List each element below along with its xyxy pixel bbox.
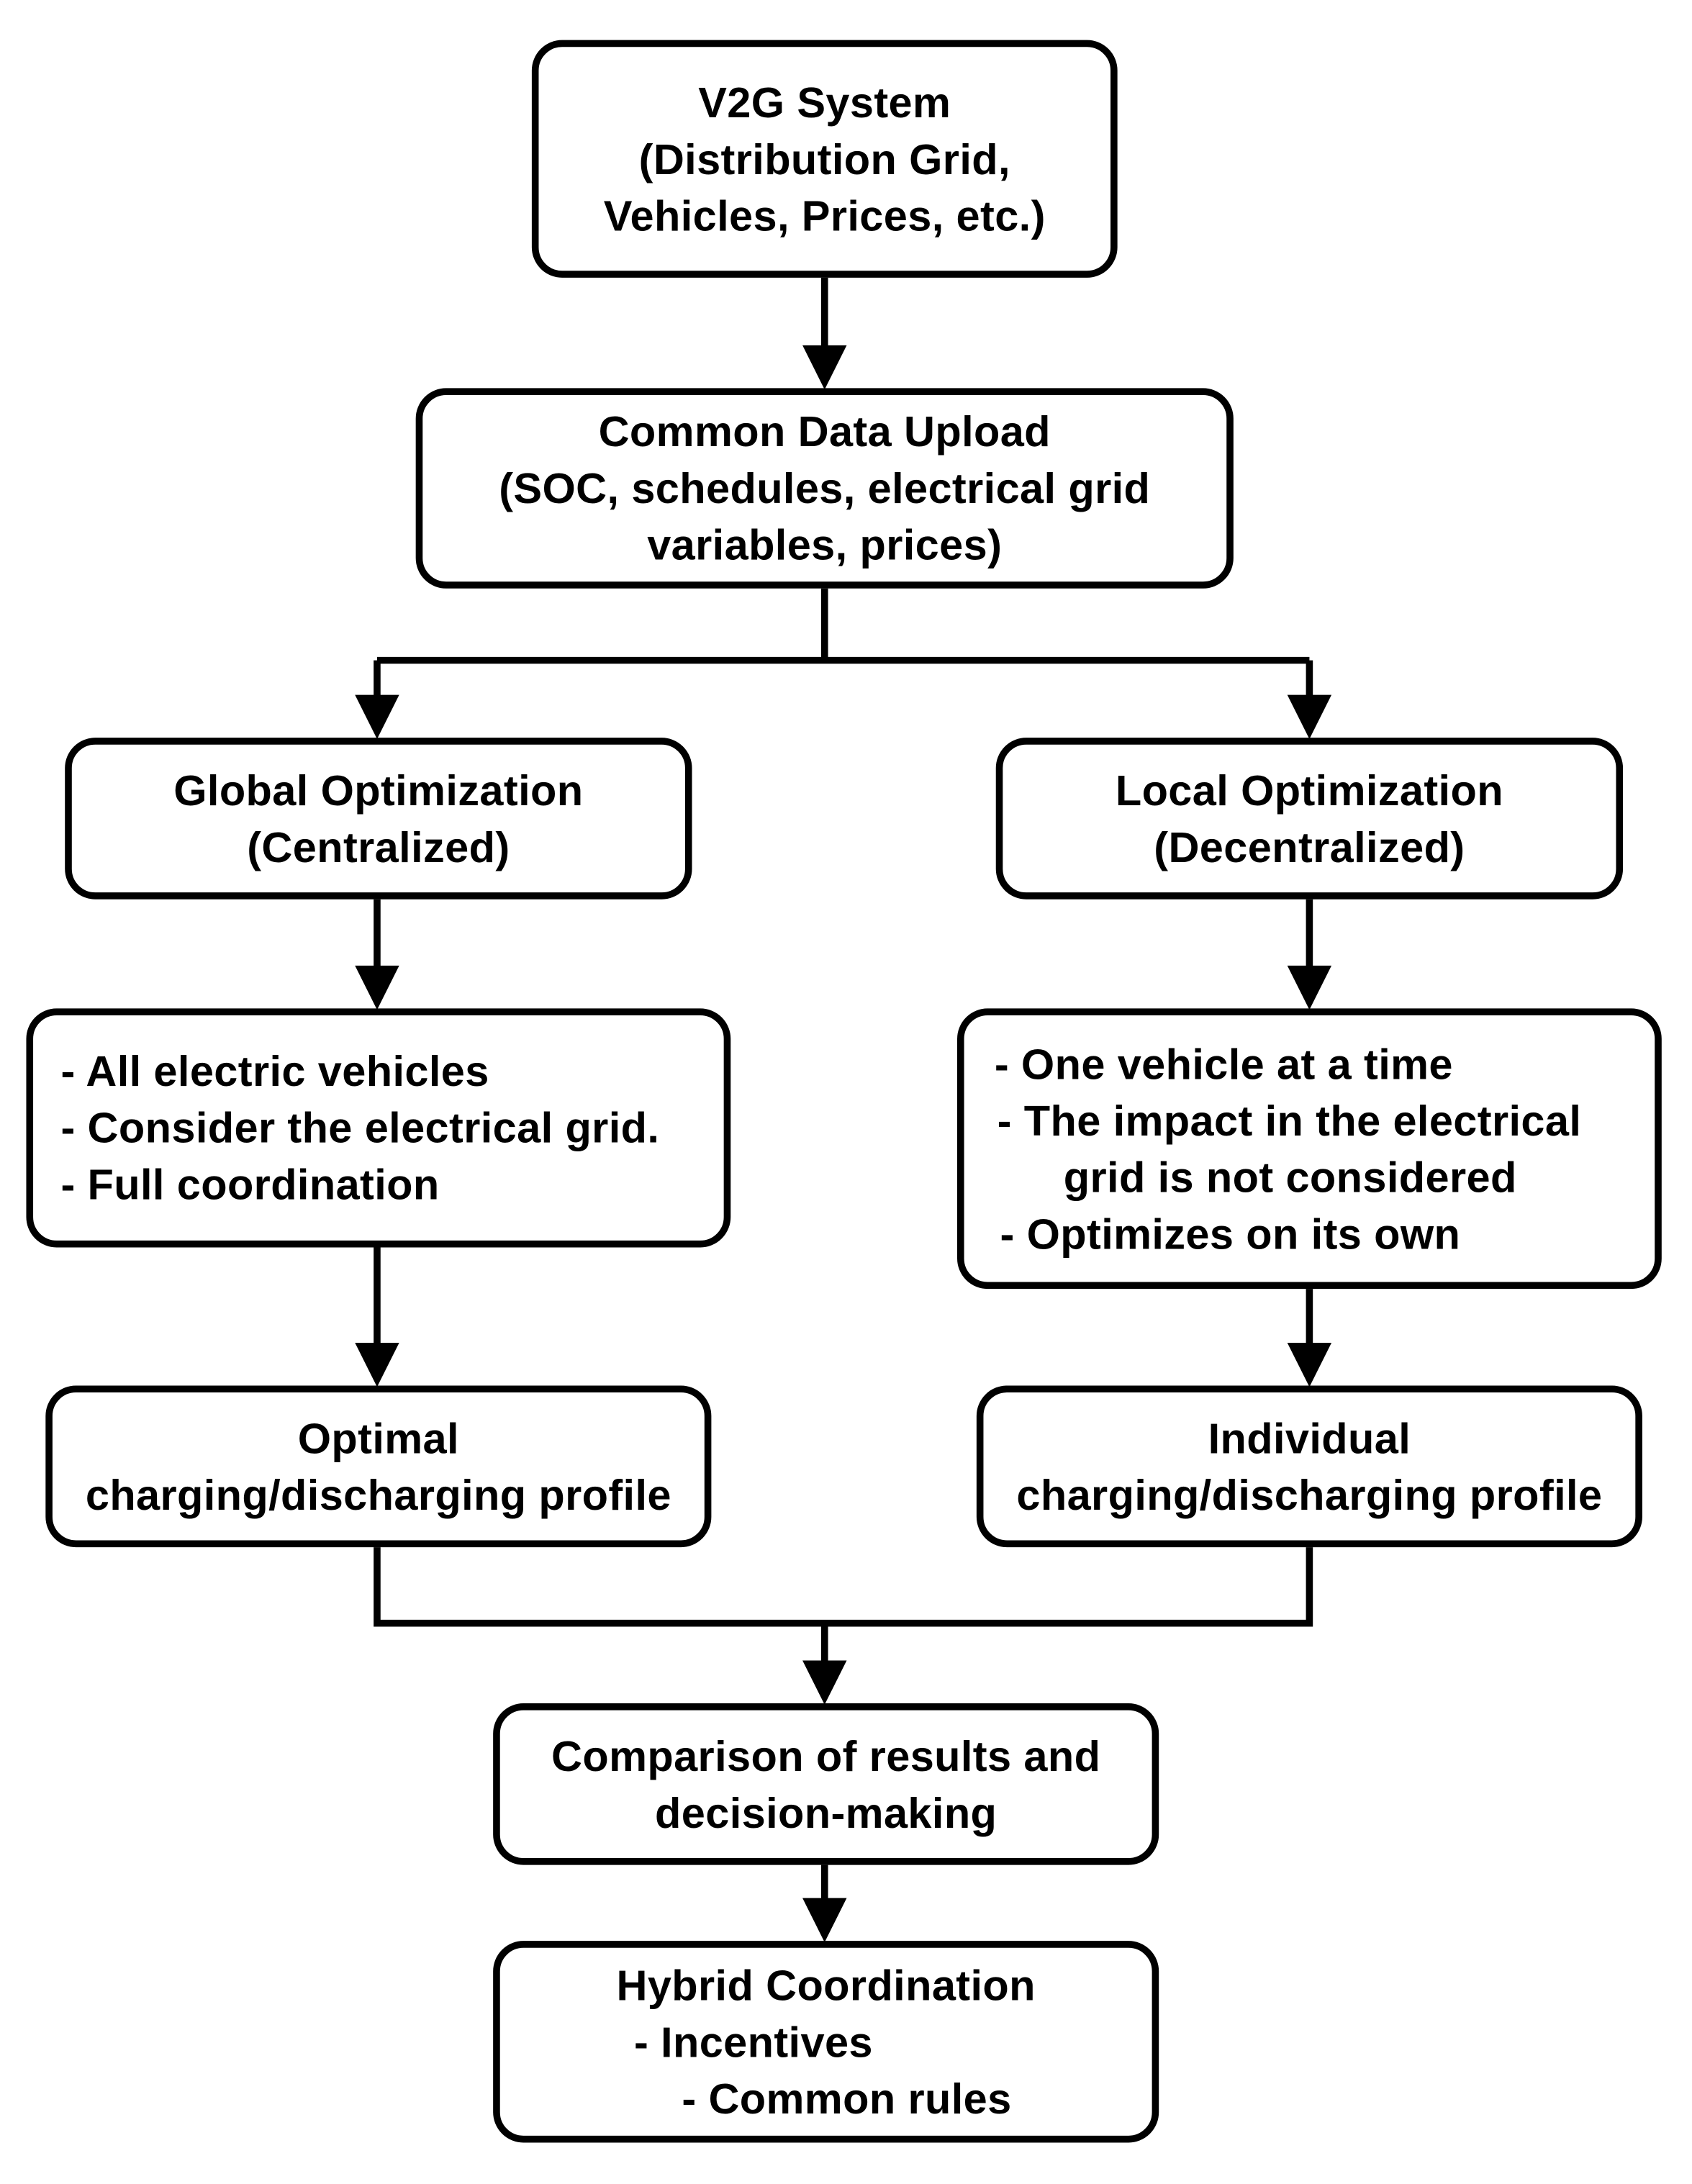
connector-profiles-merge bbox=[374, 1547, 1313, 1664]
box-text-line: - All electric vehicles bbox=[60, 1047, 489, 1096]
box-text-line: - Incentives bbox=[633, 2017, 873, 2066]
box-text-line: grid is not considered bbox=[1063, 1152, 1517, 1202]
arrowhead-hybrid bbox=[802, 1898, 847, 1943]
arrowhead-global-details bbox=[355, 965, 399, 1010]
arrowhead-local-details bbox=[1287, 965, 1332, 1010]
box-text-line: Optimal bbox=[297, 1413, 459, 1463]
global-details-box: - All electric vehicles - Consider the e… bbox=[26, 1008, 731, 1248]
box-text-line: charging/discharging profile bbox=[85, 1470, 671, 1519]
box-text-line: - Consider the electrical grid. bbox=[60, 1103, 660, 1153]
box-text-line: Global Optimization bbox=[173, 766, 584, 815]
hybrid-coordination-box: Hybrid Coordination - Incentives - Commo… bbox=[493, 1941, 1159, 2143]
box-text-line: charging/discharging profile bbox=[1016, 1470, 1603, 1519]
box-text-line: V2G System bbox=[698, 78, 951, 127]
box-text-line: Comparison of results and bbox=[551, 1731, 1101, 1780]
box-text-line: Local Optimization bbox=[1115, 766, 1503, 815]
box-text-line: - One vehicle at a time bbox=[994, 1039, 1453, 1088]
box-text-line: (Distribution Grid, bbox=[638, 135, 1010, 183]
box-text-line: Vehicles, Prices, etc.) bbox=[603, 191, 1046, 240]
connector-upload-split bbox=[374, 588, 1313, 698]
box-text-line: decision-making bbox=[655, 1788, 997, 1837]
comparison-box: Comparison of results and decision-makin… bbox=[493, 1703, 1159, 1865]
box-text-line: variables, prices) bbox=[647, 520, 1003, 569]
arrowhead-optimal bbox=[355, 1342, 399, 1387]
arrowhead-individual bbox=[1287, 1342, 1332, 1387]
box-text-line: (SOC, schedules, electrical grid bbox=[499, 464, 1151, 513]
arrowhead-local bbox=[1287, 694, 1332, 740]
box-text-line: - Common rules bbox=[682, 2074, 1012, 2123]
arrowhead-global bbox=[355, 694, 399, 740]
box-text-line: Individual bbox=[1208, 1413, 1411, 1463]
box-text-line: - Full coordination bbox=[60, 1160, 440, 1209]
box-text-line: (Decentralized) bbox=[1154, 823, 1465, 871]
common-data-upload-box: Common Data Upload (SOC, schedules, elec… bbox=[415, 388, 1234, 589]
local-optimization-box: Local Optimization (Decentralized) bbox=[995, 738, 1624, 900]
arrowhead-compare bbox=[802, 1660, 847, 1705]
arrowhead-upload bbox=[802, 345, 847, 390]
box-text-line: Hybrid Coordination bbox=[616, 1961, 1036, 2010]
box-text-line: - The impact in the electrical bbox=[997, 1096, 1582, 1145]
local-details-box: - One vehicle at a time - The impact in … bbox=[957, 1008, 1662, 1290]
optimal-profile-box: Optimal charging/discharging profile bbox=[45, 1385, 712, 1548]
individual-profile-box: Individual charging/discharging profile bbox=[976, 1385, 1642, 1548]
v2g-system-box: V2G System (Distribution Grid, Vehicles,… bbox=[531, 40, 1118, 278]
box-text-line: (Centralized) bbox=[247, 823, 510, 871]
box-text-line: Common Data Upload bbox=[598, 407, 1051, 456]
global-optimization-box: Global Optimization (Centralized) bbox=[65, 738, 692, 900]
box-text-line: - Optimizes on its own bbox=[1000, 1209, 1461, 1258]
